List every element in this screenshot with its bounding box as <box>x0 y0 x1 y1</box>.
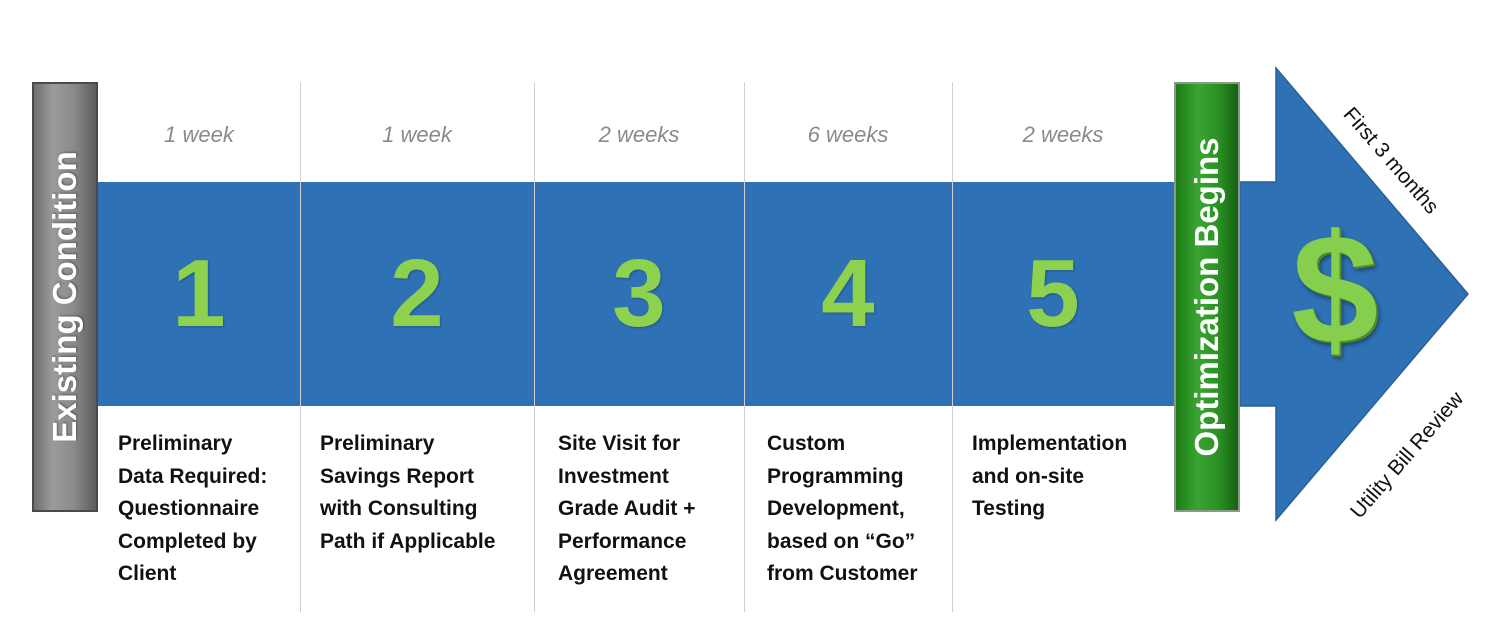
dollar-sign-icon: $ <box>1291 203 1379 377</box>
step-5-description: Implementation and on-site Testing <box>972 428 1127 526</box>
step-2-line: with Consulting <box>320 497 478 520</box>
step-3-description: Site Visit for Investment Grade Audit + … <box>558 428 696 591</box>
step-1-line: Preliminary <box>118 432 233 455</box>
step-2-duration: 1 week <box>382 122 452 147</box>
step-2-number: 2 <box>390 240 444 347</box>
existing-condition-box: Existing Condition <box>32 82 98 512</box>
step-3-line: Investment <box>558 464 669 488</box>
step-1-number: 1 <box>172 240 226 347</box>
step-2-line: Preliminary <box>320 432 435 455</box>
step-3-line: Grade Audit + <box>558 497 696 520</box>
optimization-begins-box: Optimization Begins <box>1174 82 1240 512</box>
step-1-line: Client <box>118 562 177 585</box>
step-3-number: 3 <box>612 240 666 347</box>
step-4-description: Custom Programming Development, based on… <box>767 428 918 591</box>
step-divider <box>534 82 535 612</box>
step-5-line: Testing <box>972 497 1046 520</box>
process-band <box>98 182 1278 406</box>
step-3-line: Site Visit for <box>558 432 681 455</box>
step-5-number: 5 <box>1026 240 1080 347</box>
step-4-line: from Customer <box>767 562 918 585</box>
step-5-line: and on-site <box>972 464 1085 488</box>
step-3-line: Agreement <box>558 562 668 585</box>
existing-condition-label: Existing Condition <box>46 151 83 443</box>
step-5-line: Implementation <box>972 432 1128 455</box>
step-3-duration: 2 weeks <box>598 122 680 147</box>
step-4-line: Development, <box>767 497 905 520</box>
step-1-duration: 1 week <box>164 122 234 147</box>
step-4-line: based on “Go” <box>767 529 916 553</box>
step-divider <box>952 82 953 612</box>
step-2-line: Savings Report <box>320 464 475 488</box>
step-5-duration: 2 weeks <box>1022 122 1104 147</box>
step-4-line: Programming <box>767 464 904 488</box>
step-1-description: Preliminary Data Required: Questionnaire… <box>118 428 267 591</box>
step-4-line: Custom <box>767 432 846 455</box>
step-2-line: Path if Applicable <box>320 529 496 553</box>
step-1-line: Completed by <box>118 529 257 553</box>
step-4-number: 4 <box>821 240 875 347</box>
step-divider <box>744 82 745 612</box>
step-1-line: Data Required: <box>118 464 268 488</box>
step-1-line: Questionnaire <box>118 497 260 520</box>
optimization-begins-label: Optimization Begins <box>1188 137 1225 457</box>
step-3-line: Performance <box>558 529 687 553</box>
step-2-description: Preliminary Savings Report with Consulti… <box>320 428 495 558</box>
step-divider <box>300 82 301 612</box>
step-4-duration: 6 weeks <box>807 122 889 147</box>
